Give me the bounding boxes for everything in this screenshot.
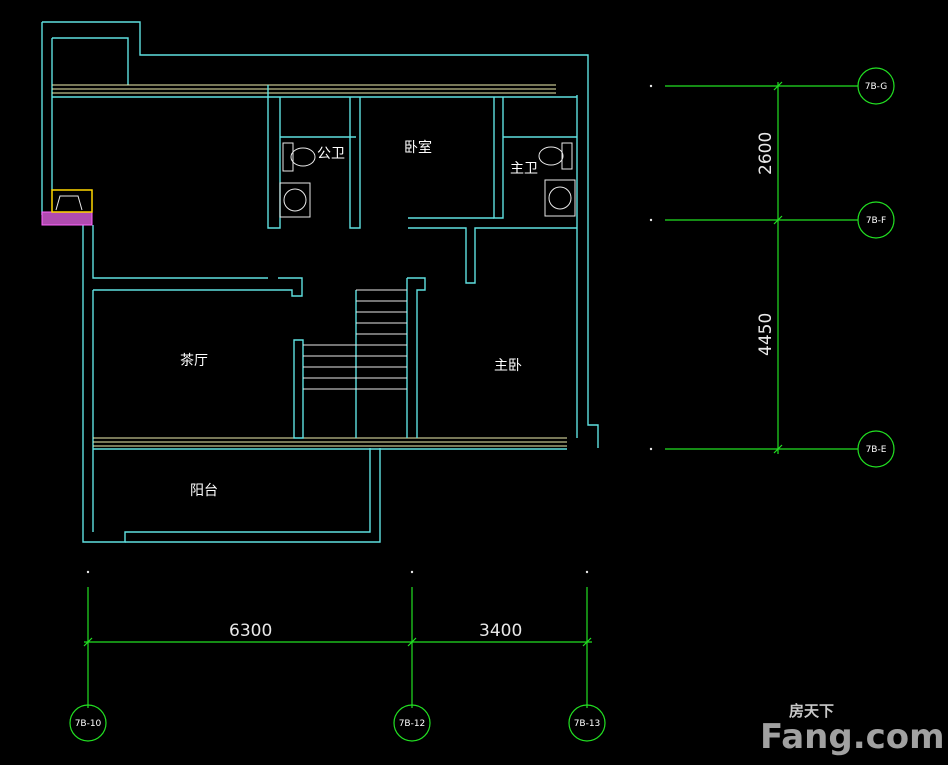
dimension-2600: 2600 xyxy=(756,132,776,175)
north-window xyxy=(52,84,577,98)
south-window xyxy=(93,437,567,450)
axis-label-7b-f: 7B-F xyxy=(866,216,886,226)
watermark-brand-en: Fang.com xyxy=(760,717,945,757)
dimension-4450: 4450 xyxy=(756,313,776,356)
axis-label-7b-g: 7B-G xyxy=(865,82,887,92)
room-label-tea-room: 茶厅 xyxy=(180,353,208,369)
axis-label-7b-e: 7B-E xyxy=(866,445,887,455)
toilet-icon xyxy=(538,142,573,170)
room-label-master-bedroom: 主卧 xyxy=(494,358,522,374)
dimension-6300: 6300 xyxy=(229,621,272,641)
room-label-balcony: 阳台 xyxy=(190,483,218,499)
axis-label-7b-12: 7B-12 xyxy=(399,719,426,729)
watermark-brand-cn: 房天下 xyxy=(789,702,834,720)
right-dimension-lines xyxy=(649,81,858,454)
flue-icon xyxy=(41,189,93,226)
bottom-dimension-lines xyxy=(83,570,592,708)
room-label-public-bath: 公卫 xyxy=(317,146,345,162)
fang-watermark-logo: 房天下 Fang.com xyxy=(760,702,945,757)
staircase xyxy=(303,289,407,390)
axis-bubbles-right xyxy=(857,67,895,468)
dimension-3400: 3400 xyxy=(479,621,522,641)
toilet-icon xyxy=(282,142,316,172)
axis-bubbles-bottom xyxy=(69,704,606,742)
room-label-bedroom: 卧室 xyxy=(404,139,432,156)
axis-label-7b-13: 7B-13 xyxy=(574,719,601,729)
sink-icon xyxy=(544,179,576,217)
outer-walls xyxy=(41,21,599,543)
axis-label-7b-10: 7B-10 xyxy=(75,719,102,729)
interior-walls xyxy=(267,85,577,439)
room-label-master-bath: 主卫 xyxy=(510,161,538,177)
sink-icon xyxy=(279,182,311,218)
